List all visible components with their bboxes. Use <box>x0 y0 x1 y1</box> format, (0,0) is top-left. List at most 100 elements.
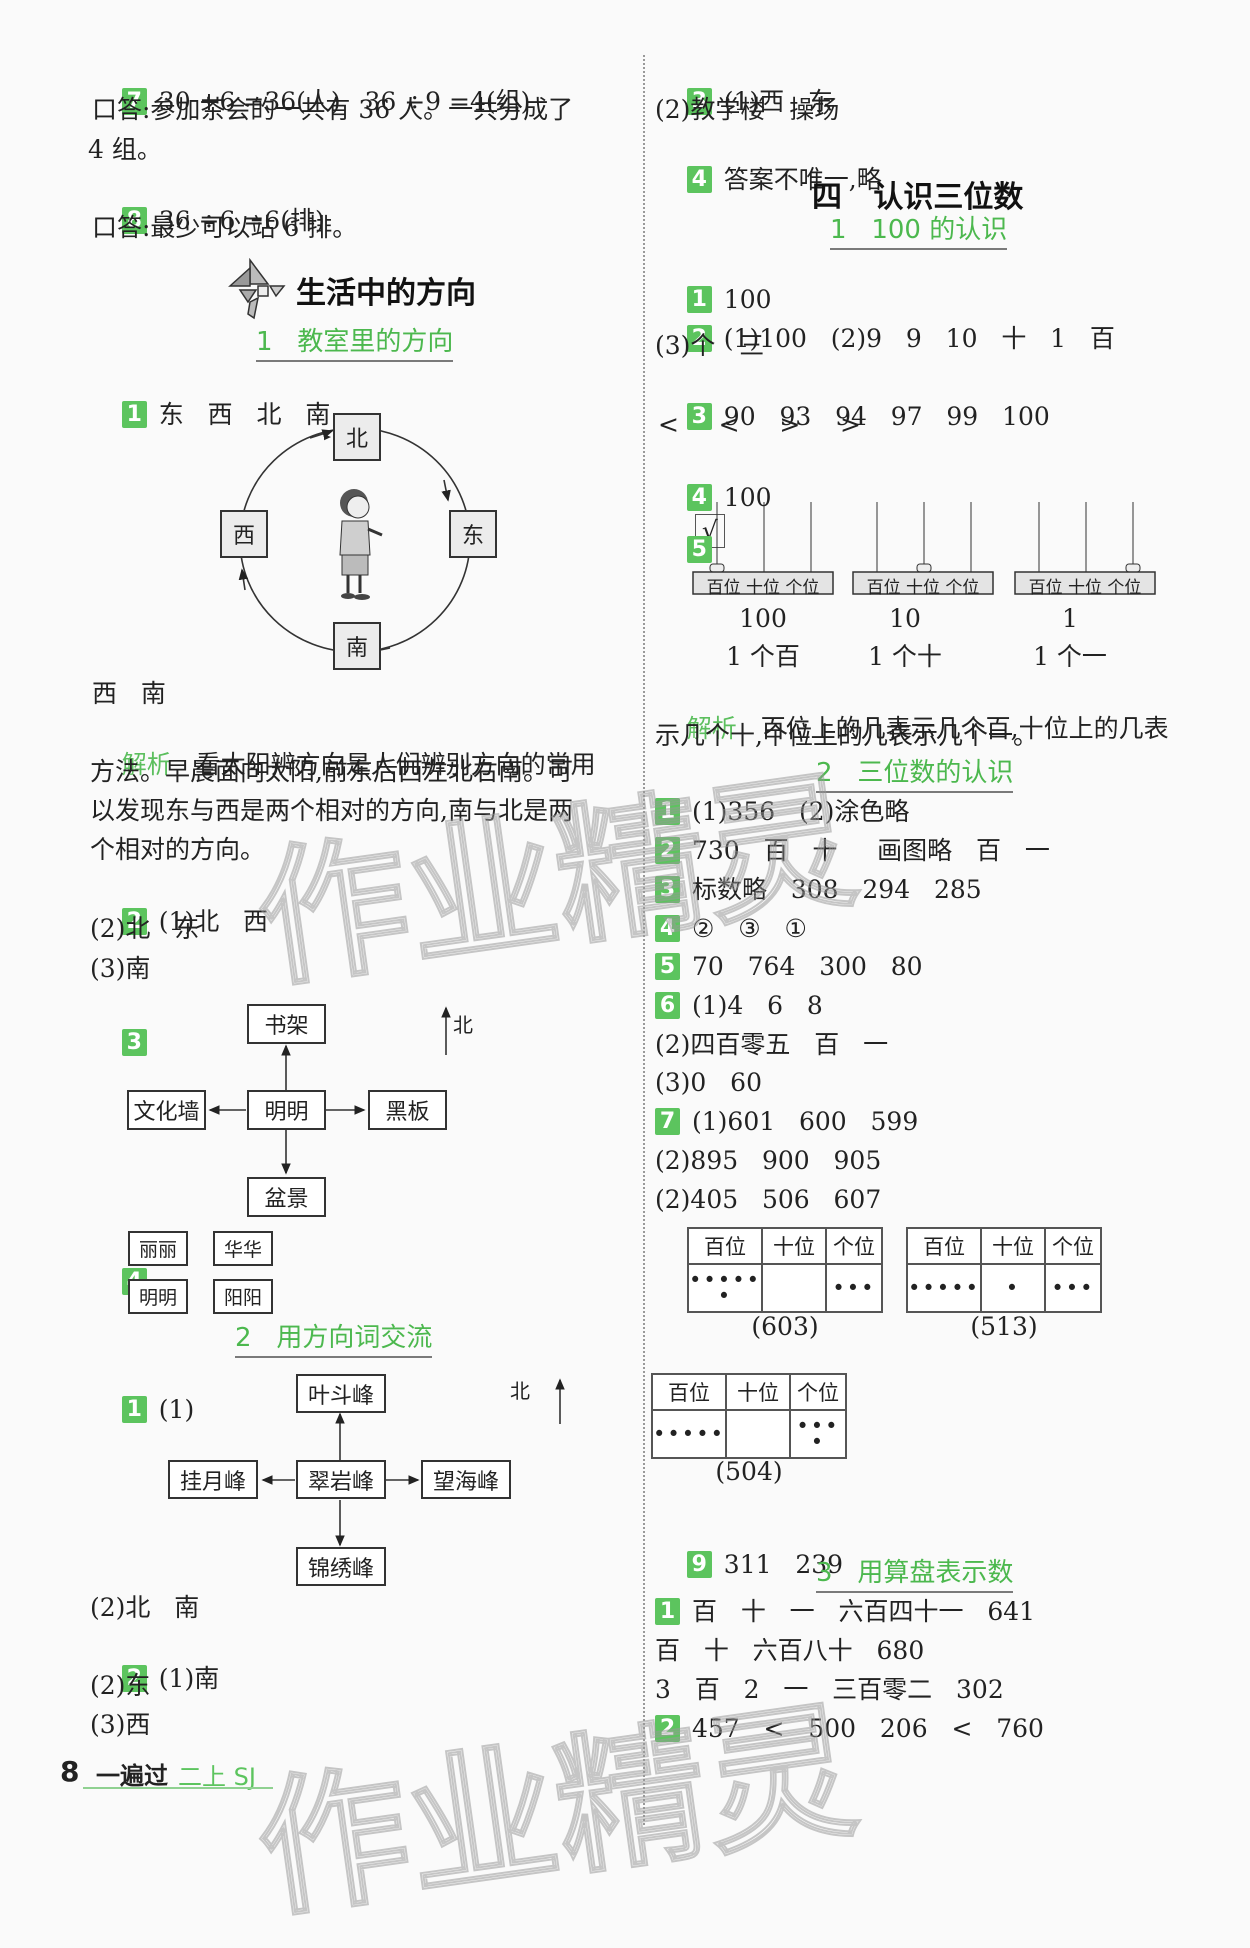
question-badge: 4 <box>686 484 712 511</box>
sec1-q2-line3: (3)南 <box>90 954 151 983</box>
grade-label: 二上 SJ <box>178 1763 256 1791</box>
sec2-q1-part2: (2)北 南 <box>90 1593 200 1622</box>
question-badge: 2 <box>121 908 147 935</box>
bonsai-box: 盆景 <box>247 1177 326 1217</box>
abacus-value: 1 <box>1062 604 1078 633</box>
r-s2-line: 6 (1)4 6 8 <box>655 990 823 1022</box>
q7-equation-line: 7 30 +6 =36(人) 36 ÷9 =4(组) <box>90 54 530 150</box>
sec2-q2-line1: 2(1)南 <box>90 1631 219 1727</box>
table-answer: (504) <box>715 1457 783 1486</box>
ones-dots: ••• <box>1044 1263 1102 1313</box>
analysis-line-1: 解析 看太阳辨方向是人们辨别方向的常用 <box>90 717 596 813</box>
question-badge: 5 <box>686 536 712 563</box>
place-value-table: 百位十位个位 ••••••••• <box>906 1227 1102 1313</box>
answer-text: (1)4 6 8 <box>692 991 823 1020</box>
question-badge: 5 <box>655 953 680 980</box>
hundreds-dots: ••••• <box>651 1409 727 1459</box>
section-title: 1 教室里的方向 <box>256 326 454 362</box>
sec1-q2-line2: (2)北 东 <box>90 914 200 943</box>
q1-answer: 东 西 北 南 <box>158 400 331 429</box>
abacus-desc: 1 个十 <box>868 642 942 671</box>
abacus-label: 百位 十位 个位 <box>706 578 820 598</box>
name-box: 明明 <box>128 1279 188 1314</box>
question-badge: 2 <box>686 325 712 352</box>
header-tens: 十位 <box>725 1373 791 1411</box>
footer-underline <box>83 1787 273 1789</box>
yedou-peak-box: 叶斗峰 <box>296 1374 386 1413</box>
r-s2-line: (2)895 900 905 <box>655 1146 882 1175</box>
question-badge: 6 <box>655 992 680 1019</box>
answer-text: (1)601 600 599 <box>692 1107 919 1136</box>
q7-equation: 30 +6 =36(人) 36 ÷9 =4(组) <box>158 87 531 116</box>
tangram-icon <box>228 258 286 320</box>
r-s1-q5: 5 <box>655 502 724 598</box>
question-badge: 3 <box>121 1029 147 1056</box>
header-ones: 个位 <box>1044 1227 1102 1265</box>
answer-text: 730 百 十 画图略 百 一 <box>692 836 1050 865</box>
r-s2-line: (2)405 506 607 <box>655 1185 882 1214</box>
header-ones: 个位 <box>825 1227 883 1265</box>
q7-answer-line1: 口答:参加茶会的一共有 36 人。一共分成了 <box>92 95 574 124</box>
analysis-text: 百位上的几表示几个百,十位上的几表 <box>736 714 1169 743</box>
r-s1-q2-line2: (3)个 三 <box>655 331 765 360</box>
question-badge: 2 <box>121 1665 147 1692</box>
place-value-table: 百位十位个位 ••••• •••• <box>687 1227 883 1313</box>
compass-east-box: 东 <box>449 510 497 558</box>
peaks-arrows <box>261 1378 565 1547</box>
jinxiu-peak-box: 锦绣峰 <box>296 1547 386 1586</box>
q9-answer: 311 239 <box>723 1550 844 1579</box>
question-badge: 8 <box>121 207 147 234</box>
header-hundreds: 百位 <box>687 1227 763 1265</box>
compass-west-box: 西 <box>220 510 268 558</box>
abacus-diagrams <box>692 502 1156 595</box>
q8-answer: 口答:最少可以站 6 排。 <box>92 213 358 242</box>
answer-text: 百 十 一 六百四十一 641 <box>692 1597 1036 1626</box>
question-badge: 7 <box>655 1108 680 1135</box>
analysis-line-4: 个相对的方向。 <box>90 835 266 864</box>
abacus-desc: 1 个百 <box>726 642 800 671</box>
sec2-q2-line3: (3)西 <box>90 1710 151 1739</box>
hundreds-dots: ••••• • <box>687 1263 763 1313</box>
hundreds-dots: ••••• <box>906 1263 982 1313</box>
compass-south-box: 南 <box>333 622 381 670</box>
r-s2-line: 7 (1)601 600 599 <box>655 1106 918 1138</box>
header-ones: 个位 <box>789 1373 847 1411</box>
q4-answer: 答案不唯一,略 <box>723 165 882 194</box>
question-badge: 1 <box>655 798 680 825</box>
question-badge: 1 <box>686 286 712 313</box>
question-badge: 3 <box>686 88 712 115</box>
wanghai-peak-box: 望海峰 <box>421 1460 511 1499</box>
ones-dots: ••• <box>825 1263 883 1313</box>
chapter-title: 四 认识三位数 <box>812 180 1024 215</box>
question-badge: 4 <box>655 915 680 942</box>
sec2-q2-line2: (2)东 <box>90 1671 151 1700</box>
question-badge: 1 <box>121 1396 147 1423</box>
r-s2-line: (2)四百零五 百 一 <box>655 1030 889 1059</box>
guayue-peak-box: 挂月峰 <box>168 1460 258 1499</box>
r-q3-line2: (2)教学楼 操场 <box>655 95 840 124</box>
question-badge: 9 <box>686 1551 712 1578</box>
classroom-arrows <box>208 1006 451 1175</box>
question-badge: 1 <box>121 401 147 428</box>
cuiyan-peak-box: 翠岩峰 <box>296 1460 386 1499</box>
question-badge: 3 <box>686 403 712 430</box>
header-hundreds: 百位 <box>651 1373 727 1411</box>
r-s3-line: 3 百 2 一 三百零二 302 <box>655 1675 1004 1704</box>
abacus-desc: 1 个一 <box>1033 642 1107 671</box>
question-badge: 7 <box>121 88 147 115</box>
analysis-label: 解析 <box>121 750 172 779</box>
sec2-q1-line: 1(1) <box>90 1362 194 1458</box>
question-badge: 2 <box>655 1715 680 1742</box>
question-badge: 3 <box>655 876 680 903</box>
bookshelf-box: 书架 <box>247 1004 326 1044</box>
